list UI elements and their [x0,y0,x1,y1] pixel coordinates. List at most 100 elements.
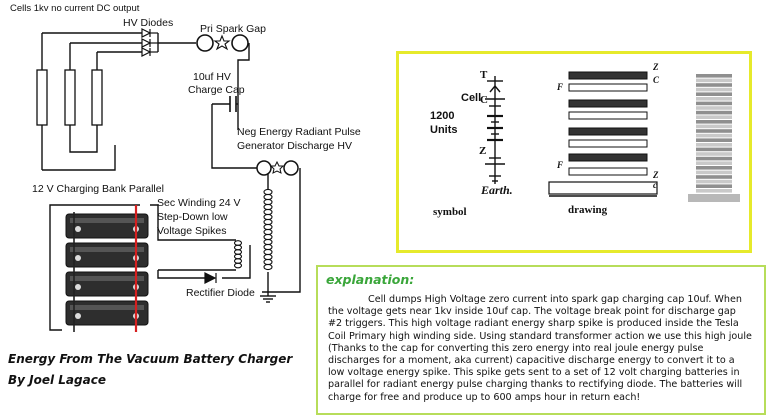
explanation-body: Cell dumps High Voltage zero current int… [328,294,752,403]
spark-gap-electrode-right [231,34,249,52]
coil-loop [263,203,273,211]
sec-coil-loop [233,240,243,246]
cell-label: Cell [461,92,482,104]
sec-coil-loop [233,249,243,255]
sec-winding-label-1: Sec Winding 24 V [157,197,241,209]
tower-layer [696,161,732,165]
cell-bar-2 [64,69,76,126]
wire-rect-out [222,245,251,279]
letter-c-top: C [653,75,660,85]
tower-layer [696,115,732,119]
tower-layer [696,175,732,179]
letter-z: Z [479,145,487,157]
tower-layer [696,184,732,188]
drawing-plate [568,167,648,176]
drawing-base [548,181,658,195]
sec-winding-label-2: Step-Down low [157,211,228,223]
tower-layer [696,78,732,83]
coil-loop [263,198,273,206]
letter-c-bottom: c [653,180,657,190]
battery-top-band [70,305,144,310]
discharge-label-2: Generator Discharge HV [237,140,352,152]
coil-loop [263,233,273,241]
hv-diodes-label: HV Diodes [123,17,174,29]
wire-dg-right [262,168,301,293]
units-label-2: Units [430,124,458,136]
cell-drawing-stack [548,71,658,195]
tower-layer [696,170,732,175]
letter-f-top: F [557,82,564,92]
battery-terminal-neg [75,284,81,290]
battery-top-band [70,247,144,252]
tower-layer [696,97,732,101]
drawing-plate [568,71,648,80]
tower-layer [696,120,732,124]
drawing-plate [568,99,648,108]
battery-terminal-neg [75,226,81,232]
rectifier-label: Rectifier Diode [186,287,255,299]
letter-t: T [480,69,488,81]
spark-gap-label: Pri Spark Gap [200,23,266,35]
units-label-1: 1200 [430,110,455,122]
secondary-winding [233,240,243,269]
coil-loop [263,223,273,231]
spark-gap-star-icon [213,34,231,51]
battery-bank [65,205,149,332]
sec-coil-loop [233,244,243,251]
coil-loop [263,258,273,266]
coil-loop [263,253,273,261]
discharge-gap-star-icon [269,160,285,174]
drawing-plate [568,111,648,120]
sec-coil-loop [233,262,243,269]
cell-tower-image [688,74,740,202]
tower-layer [696,74,732,78]
tower-layer [696,166,732,170]
tower-layer [696,124,732,129]
reference-panel: Cell 1200 Units Earth. symbol drawing T … [396,51,752,253]
wire-cell-return [42,145,116,171]
reference-figure [485,71,740,202]
tower-layer [696,133,732,138]
coil-loop [263,193,273,201]
tower-layer [696,143,732,147]
wire-battery-neg [49,204,140,331]
wire-cell-return-2 [69,125,98,153]
discharge-label-1: Neg Energy Radiant Pulse [237,126,361,138]
wire-sec-top [150,204,236,241]
tower-base [688,194,740,202]
tower-layer [696,106,732,110]
wire-gap-right [237,43,250,130]
battery-top-band [70,276,144,281]
letter-f-bottom: F [557,160,564,170]
battery-top-band [70,218,144,223]
tower-layer [696,189,732,193]
tesla-coil-primary [263,188,273,271]
tower-layer [696,129,732,133]
tower-layer [696,147,732,152]
wire-rectifier [157,270,205,279]
battery-terminal-neg [75,255,81,261]
drawing-plate [568,83,648,92]
discharge-gap-electrode-right [283,160,299,176]
tower-layer [696,92,732,96]
diode-1-symbol [141,28,152,38]
diode-3-symbol [141,47,152,57]
rectifier-diode-symbol [204,272,217,284]
coil-loop [263,248,273,256]
header-note: Cells 1kv no current DC output [10,3,140,14]
wire-cap-down [211,104,262,169]
tower-layer [696,83,732,87]
tower-layer [696,101,732,106]
spark-gap-electrode-left [196,34,214,52]
footer-author: By Joel Lagace [8,373,106,387]
charge-cap-label-1: 10uf HV [193,71,231,83]
coil-loop [263,188,273,196]
sec-coil-loop [233,253,243,260]
earth-label: Earth. [481,183,513,197]
coil-loop [263,213,273,221]
drawing-caption: drawing [568,204,608,216]
coil-loop [263,238,273,246]
drawing-plate [568,153,648,162]
drawing-plate [568,127,648,136]
sec-coil-loop [233,258,243,264]
